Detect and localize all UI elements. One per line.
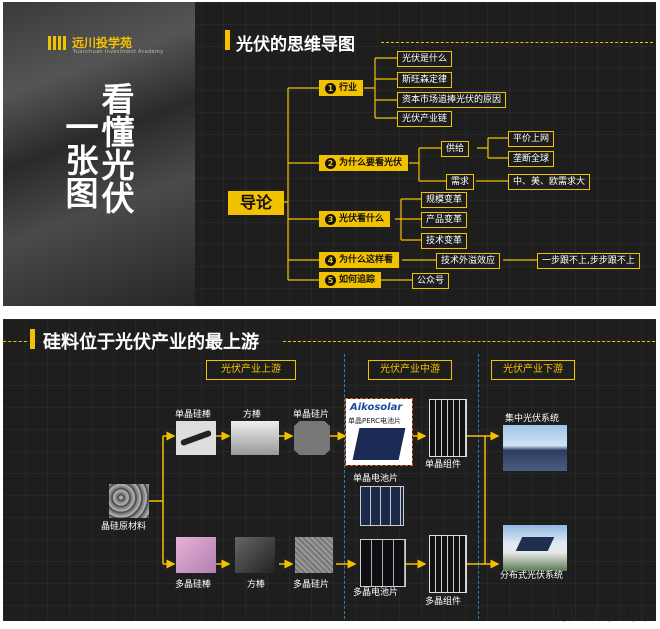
node-demand-regions: 中、美、欧需求大 [508,174,591,190]
raw-silicon-label: 晶硅原材料 [101,522,147,532]
node-step-behind: 一步跟不上,步步跟不上 [537,253,640,269]
node-grid-parity: 平价上网 [508,131,555,147]
poly-wafer-image [295,537,333,573]
stage-divider [344,354,345,619]
root-node: 导论 [228,191,285,215]
brand-subtitle: Yuanchuan Investment Academy [73,49,164,55]
mono-cell-label: 单晶电池片 [353,474,399,484]
branch-label: 光伏看什么 [339,214,385,224]
branch-label: 行业 [339,83,358,93]
node-capital-market: 资本市场追捧光伏的原因 [397,92,507,108]
mind-map-title: 光伏的思维导图 [236,35,355,55]
stage-midstream: 光伏产业中游 [368,360,452,380]
branch-5: 5 如何追踪 [319,272,382,288]
branch-number: 5 [325,274,336,286]
title-accent-bar [30,329,35,349]
square-rod-top-image [231,421,279,455]
rooftop-panel-icon [515,537,555,551]
cover-title-left: 一张图 [60,110,99,209]
node-product-change: 产品变革 [421,212,468,228]
mono-wafer-image [294,421,330,455]
title-divider-right [283,341,655,342]
node-tech-change: 技术变革 [421,233,468,249]
poly-wafer-label: 多晶硅片 [293,580,330,590]
industry-chain-panel: 硅料位于光伏产业的最上游 光伏产业上游 光伏产业中游 光伏产业下游 [3,319,656,621]
poly-module-image [429,535,467,593]
mono-module-image [429,399,467,457]
central-pv-image [503,425,567,471]
chain-arrows [149,431,500,569]
title-divider-left [3,341,27,342]
brand-logo: 远川投学苑 [48,34,132,51]
watermark: Chi na2au [555,604,652,626]
branch-label: 如何追踪 [339,275,376,285]
perc-cell-image [352,428,406,460]
poly-module-label: 多晶组件 [425,597,462,607]
raw-silicon-image [109,484,149,518]
branch-1: 1 行业 [319,80,364,96]
branch-4: 4 为什么这样看 [319,252,400,268]
square-rod-bottom-label: 方棒 [247,580,266,590]
central-pv-label: 集中光伏系统 [505,414,560,424]
perc-cell-card: Aikosolar 单晶PERC电池片 [345,398,413,466]
poly-cell-label: 多晶电池片 [353,588,399,598]
title-accent-bar [225,30,230,50]
branch-label: 为什么这样看 [339,255,394,265]
branch-number: 3 [325,213,336,225]
branch-label: 为什么要看光伏 [339,158,403,168]
branch-number: 4 [325,254,336,266]
node-tech-spillover: 技术外溢效应 [436,253,501,269]
square-rod-top-label: 方棒 [243,410,262,420]
node-pv-chain: 光伏产业链 [397,111,453,127]
chain-title: 硅料位于光伏产业的最上游 [43,332,259,353]
branch-3: 3 光伏看什么 [319,211,391,227]
node-swanson-law: 斯旺森定律 [397,72,453,88]
poly-rod-label: 多晶硅棒 [175,580,212,590]
mind-map-panel: 远川投学苑 Yuanchuan Investment Academy 一张图 看… [3,2,656,306]
mono-rod-image [176,421,216,455]
node-wechat-account: 公众号 [412,273,450,289]
cover-photo [3,2,195,306]
title-divider [381,42,653,43]
cover-title-right: 看懂光伏 [96,82,135,214]
stage-upstream: 光伏产业上游 [206,360,296,380]
mono-module-label: 单晶组件 [425,460,462,470]
node-supply: 供给 [441,141,470,157]
stage-divider [478,354,479,619]
mono-wafer-label: 单晶硅片 [293,410,330,420]
node-scale-change: 规模变革 [421,192,468,208]
poly-cell-image [360,539,406,587]
branch-2: 2 为什么要看光伏 [319,155,409,171]
mind-map-connectors [275,57,537,281]
branch-number: 1 [325,82,336,94]
mono-cell-image [360,486,404,526]
aiko-logo: Aikosolar [350,402,403,413]
node-demand: 需求 [446,174,475,190]
branch-number: 2 [325,157,336,169]
perc-cell-label: 单晶PERC电池片 [348,417,402,425]
node-global-monopoly: 垄断全球 [508,151,555,167]
distributed-pv-label: 分布式光伏系统 [500,571,564,581]
brand-mark-icon [48,35,66,50]
square-rod-bottom-image [235,537,275,573]
stage-downstream: 光伏产业下游 [491,360,575,380]
brand-name: 远川投学苑 [72,36,133,50]
node-what-is-pv: 光伏是什么 [397,51,453,67]
distributed-pv-image [503,525,567,571]
mono-rod-label: 单晶硅棒 [175,410,212,420]
poly-rod-image [176,537,216,573]
